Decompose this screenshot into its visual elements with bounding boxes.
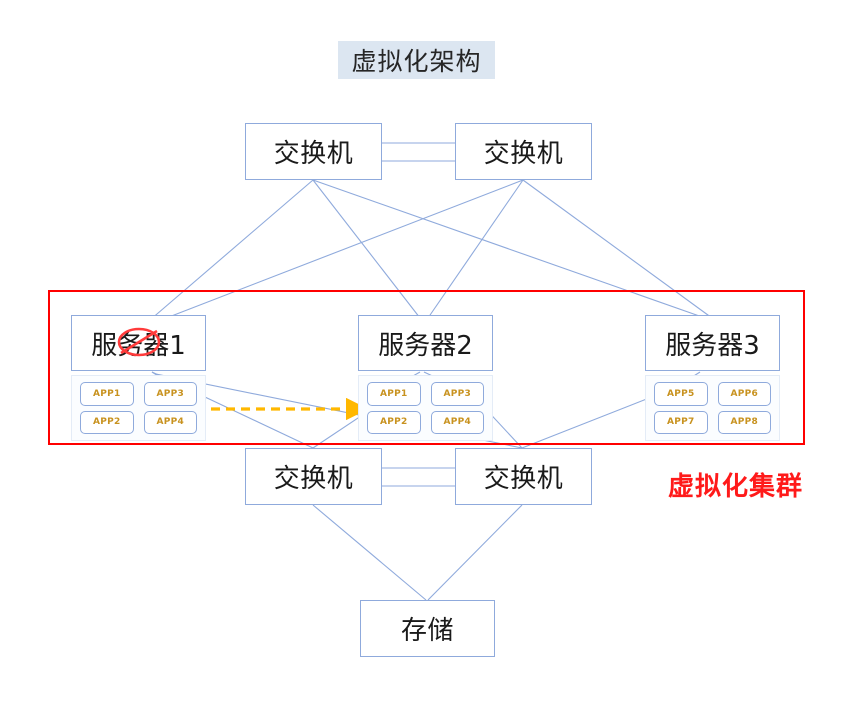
app-chip[interactable]: APP7 bbox=[654, 410, 708, 434]
page-title: 虚拟化架构 bbox=[338, 41, 495, 79]
node-server-1[interactable]: 服务器1 bbox=[71, 315, 206, 371]
app-chip[interactable]: APP2 bbox=[80, 410, 134, 434]
node-switch-bottom-right-label: 交换机 bbox=[483, 464, 564, 494]
node-switch-top-left[interactable]: 交换机 bbox=[245, 123, 382, 180]
node-switch-top-left-label: 交换机 bbox=[273, 139, 354, 169]
node-server-3[interactable]: 服务器3 bbox=[645, 315, 780, 371]
app-chip[interactable]: APP8 bbox=[717, 410, 771, 434]
app-chip[interactable]: APP4 bbox=[430, 410, 484, 434]
app-group-server-2: APP1 APP3 APP2 APP4 bbox=[358, 375, 493, 441]
app-chip-label: APP2 bbox=[379, 417, 408, 428]
app-chip[interactable]: APP2 bbox=[367, 410, 421, 434]
app-chip-label: APP1 bbox=[379, 388, 408, 399]
node-server-3-label: 服务器3 bbox=[665, 330, 760, 361]
node-storage-label: 存储 bbox=[400, 616, 454, 646]
node-switch-bottom-left[interactable]: 交换机 bbox=[245, 448, 382, 505]
node-server-2-label: 服务器2 bbox=[378, 330, 473, 361]
app-chip[interactable]: APP4 bbox=[143, 410, 197, 434]
node-server-2[interactable]: 服务器2 bbox=[358, 315, 493, 371]
cluster-caption-label: 虚拟化集群 bbox=[668, 472, 804, 502]
app-chip-label: APP4 bbox=[443, 417, 472, 428]
node-switch-top-right-label: 交换机 bbox=[483, 139, 564, 169]
app-chip-label: APP6 bbox=[730, 388, 759, 399]
app-chip-label: APP1 bbox=[92, 388, 121, 399]
node-switch-bottom-right[interactable]: 交换机 bbox=[455, 448, 592, 505]
app-chip-label: APP5 bbox=[666, 388, 695, 399]
link-botsw1-storage bbox=[312, 504, 427, 601]
app-chip[interactable]: APP1 bbox=[367, 382, 421, 406]
app-group-server-1: APP1 APP3 APP2 APP4 bbox=[71, 375, 206, 441]
app-group-server-3: APP5 APP6 APP7 APP8 bbox=[645, 375, 780, 441]
app-chip-label: APP4 bbox=[156, 417, 185, 428]
page-title-text: 虚拟化架构 bbox=[351, 47, 482, 76]
app-chip-label: APP3 bbox=[156, 388, 185, 399]
node-storage[interactable]: 存储 bbox=[360, 600, 495, 657]
app-chip[interactable]: APP1 bbox=[80, 382, 134, 406]
app-chip[interactable]: APP3 bbox=[143, 382, 197, 406]
app-chip-label: APP3 bbox=[443, 388, 472, 399]
virtualization-cluster-boundary bbox=[48, 290, 805, 445]
app-chip-label: APP2 bbox=[92, 417, 121, 428]
app-chip[interactable]: APP3 bbox=[430, 382, 484, 406]
node-server-1-label: 服务器1 bbox=[91, 330, 186, 361]
node-switch-top-right[interactable]: 交换机 bbox=[455, 123, 592, 180]
node-switch-bottom-left-label: 交换机 bbox=[273, 464, 354, 494]
app-chip-label: APP8 bbox=[730, 417, 759, 428]
link-botsw2-storage bbox=[427, 504, 523, 601]
app-chip-label: APP7 bbox=[666, 417, 695, 428]
app-chip[interactable]: APP5 bbox=[654, 382, 708, 406]
app-chip[interactable]: APP6 bbox=[717, 382, 771, 406]
